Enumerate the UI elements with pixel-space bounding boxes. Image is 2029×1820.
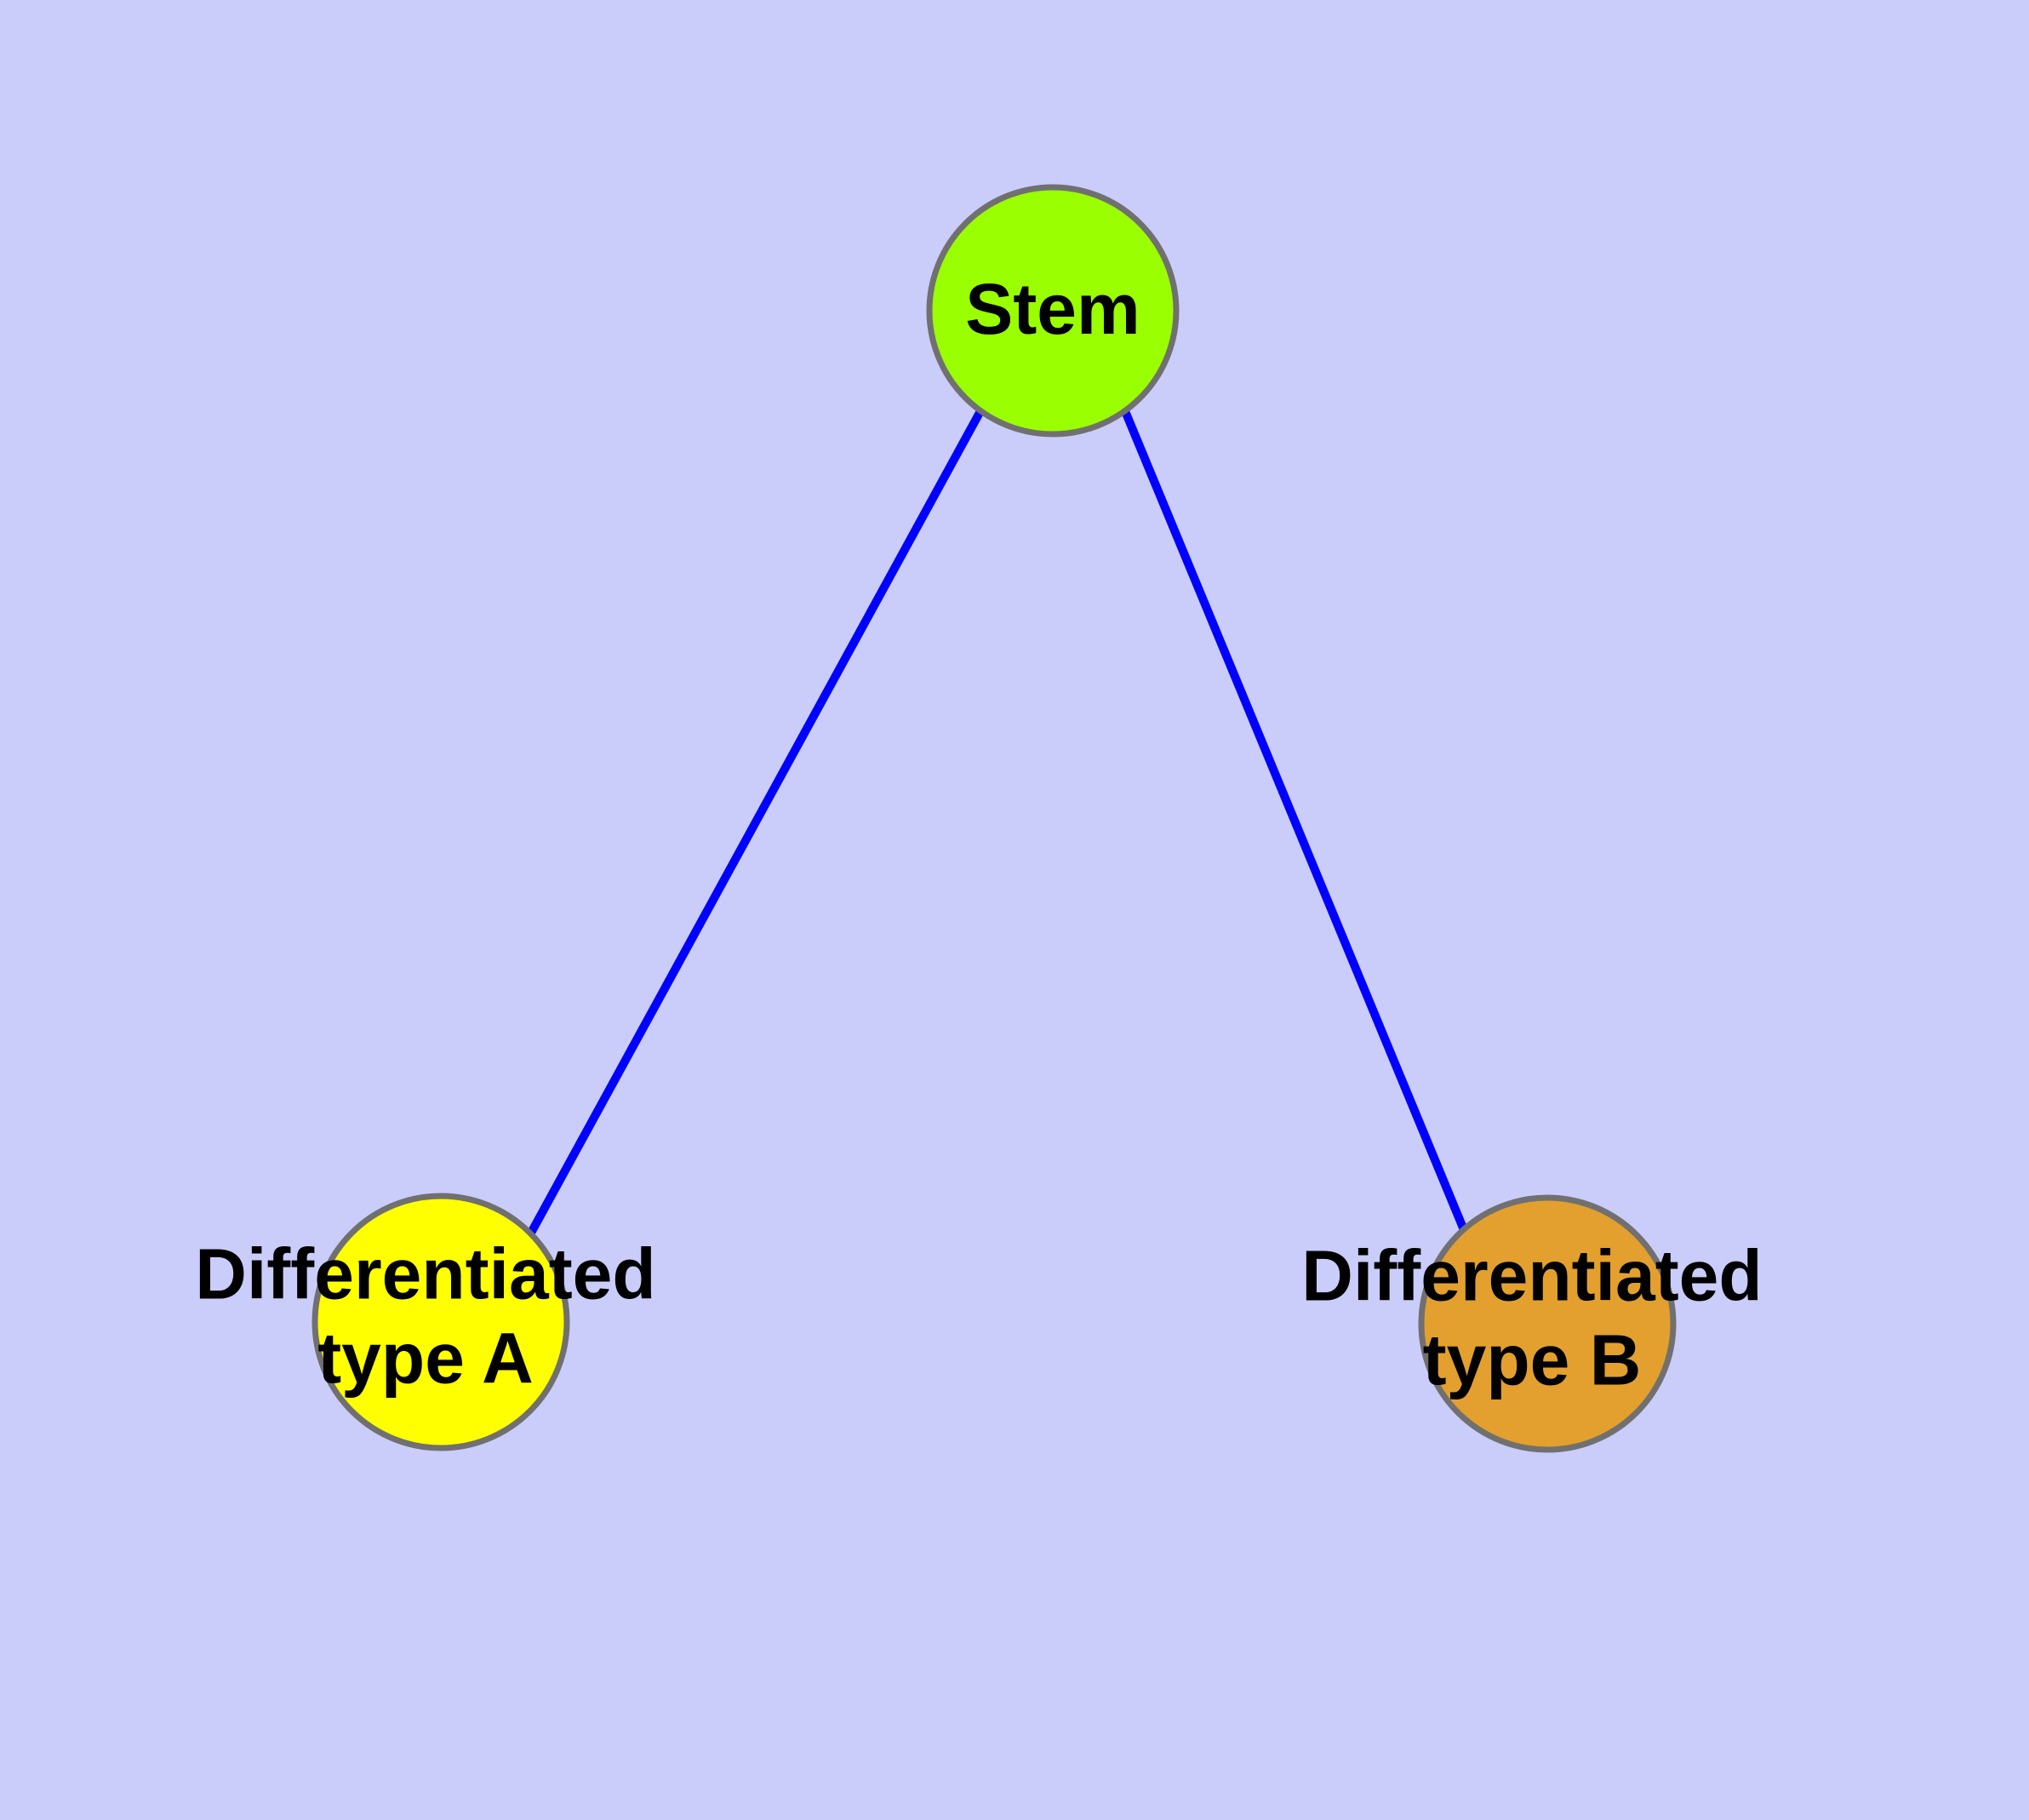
node-label-line: Stem [965, 269, 1140, 349]
node-label-stem: Stem [965, 269, 1140, 349]
node-differentiated-type-b[interactable] [1418, 1194, 1677, 1453]
node-stem[interactable] [926, 184, 1180, 438]
edge-layer [526, 409, 1471, 1238]
edge-stem-to-differentiated-type-a[interactable] [526, 409, 985, 1237]
node-label-line: type B [1423, 1320, 1642, 1400]
node-layer [311, 184, 1677, 1453]
node-label-line: Differentiated [1301, 1236, 1762, 1316]
node-differentiated-type-a[interactable] [311, 1193, 570, 1451]
edge-stem-to-differentiated-type-b[interactable] [1121, 409, 1471, 1238]
node-label-line: Differentiated [195, 1234, 655, 1314]
node-label-line: type A [317, 1319, 534, 1399]
